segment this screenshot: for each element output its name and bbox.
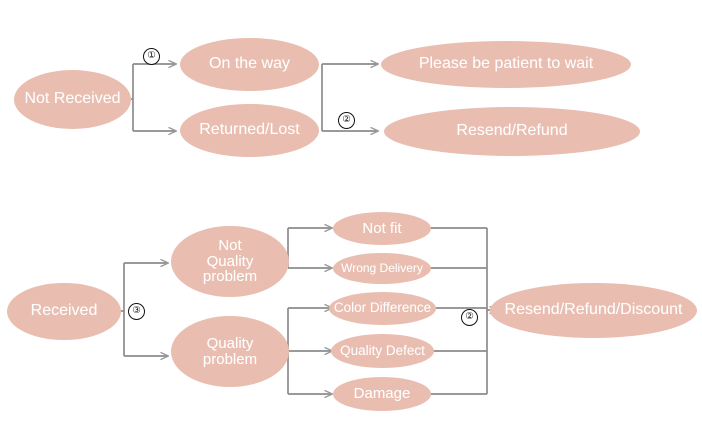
node-quality-defect[interactable]: Quality Defect xyxy=(331,334,434,368)
node-please-be-patient-to-wait[interactable]: Please be patient to wait xyxy=(381,41,631,88)
node-quality-problem[interactable]: Quality problem xyxy=(171,316,289,387)
node-damage[interactable]: Damage xyxy=(333,377,431,411)
node-not-received[interactable]: Not Received xyxy=(14,70,131,129)
step-marker-1: ① xyxy=(143,48,160,65)
node-wrong-delivery[interactable]: Wrong Delivery xyxy=(333,253,431,284)
node-on-the-way[interactable]: On the way xyxy=(180,38,319,91)
node-received[interactable]: Received xyxy=(7,283,121,340)
step-marker-3: ③ xyxy=(128,303,145,320)
node-not-quality-problem[interactable]: Not Quality problem xyxy=(171,226,289,297)
node-resend-refund-discount[interactable]: Resend/Refund/Discount xyxy=(490,283,697,338)
node-not-fit[interactable]: Not fit xyxy=(333,212,431,245)
node-returned-lost[interactable]: Returned/Lost xyxy=(180,104,319,157)
step-marker-2-top: ② xyxy=(338,112,355,129)
node-color-difference[interactable]: Color Difference xyxy=(329,292,436,325)
step-marker-2-bottom: ② xyxy=(461,309,478,326)
node-resend-refund[interactable]: Resend/Refund xyxy=(384,107,640,156)
